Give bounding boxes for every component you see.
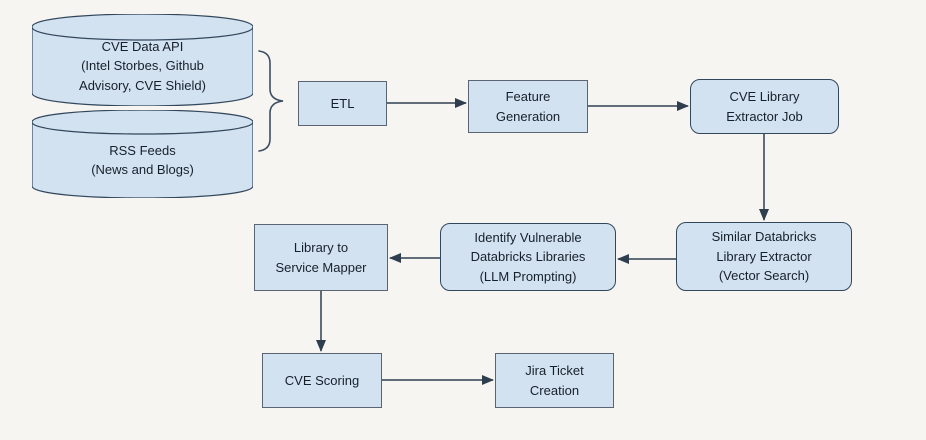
node-similar-databricks-library-extractor: Similar Databricks Library Extractor (Ve… — [676, 222, 852, 291]
node-label: CVE Library Extractor Job — [726, 89, 803, 124]
node-rss-feeds: RSS Feeds (News and Blogs) — [32, 110, 253, 198]
node-cve-data-api: CVE Data API (Intel Storbes, Github Advi… — [32, 14, 253, 106]
node-identify-vulnerable-databricks-libraries: Identify Vulnerable Databricks Libraries… — [440, 223, 616, 291]
cylinder-shape — [32, 110, 253, 198]
cylinder-shape — [32, 14, 253, 106]
node-label: ETL — [330, 95, 355, 111]
brace-sources-to-etl — [258, 50, 284, 152]
node-etl: ETL — [298, 81, 387, 126]
node-feature-generation: Feature Generation — [468, 80, 588, 133]
node-cve-library-extractor-job: CVE Library Extractor Job — [690, 79, 839, 134]
node-library-to-service-mapper: Library to Service Mapper — [254, 224, 388, 291]
node-label: CVE Scoring — [284, 372, 360, 388]
node-jira-ticket-creation: Jira Ticket Creation — [495, 353, 614, 408]
node-cve-scoring: CVE Scoring — [262, 353, 382, 408]
node-label: Jira Ticket Creation — [525, 363, 584, 398]
node-label: CVE Data API (Intel Storbes, Github Advi… — [79, 38, 206, 93]
node-label: Library to Service Mapper — [275, 240, 367, 275]
node-label: RSS Feeds (News and Blogs) — [91, 142, 194, 178]
node-label: Feature Generation — [495, 89, 561, 124]
node-label: Similar Databricks Library Extractor (Ve… — [711, 229, 817, 284]
node-label: Identify Vulnerable Databricks Libraries… — [470, 229, 586, 284]
